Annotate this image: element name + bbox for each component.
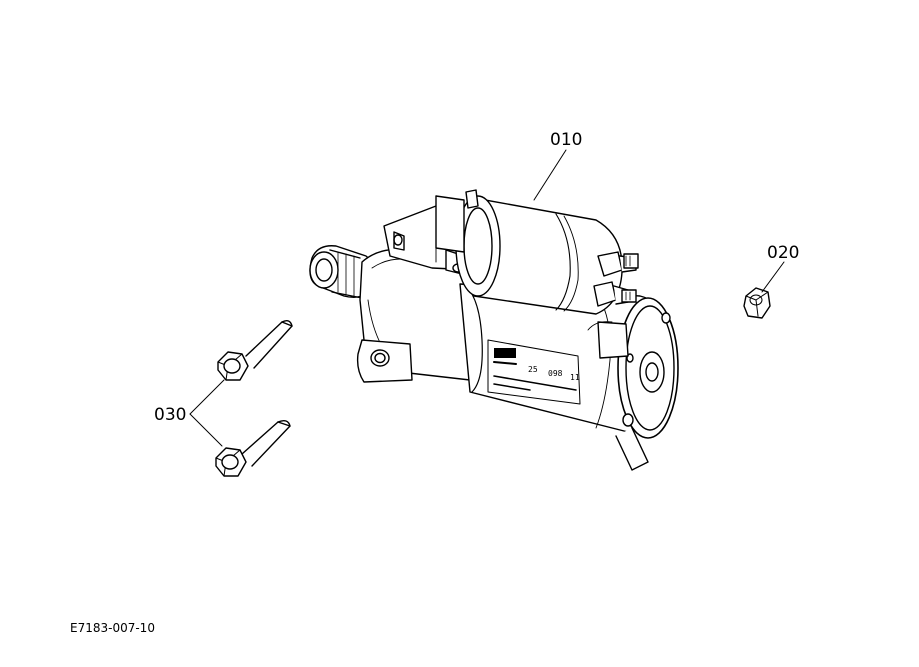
- lead-wire: [615, 427, 649, 471]
- hex-bolt-upper[interactable]: [217, 319, 293, 381]
- mounting-flange: [356, 339, 413, 383]
- leader-030-upper: [189, 379, 225, 415]
- nameplate: 25 098 11: [487, 339, 581, 405]
- callout-030: 030: [154, 405, 186, 425]
- callout-020: 020: [767, 243, 799, 263]
- figure-code: E7183-007-10: [70, 621, 155, 635]
- solenoid: [435, 189, 623, 315]
- leader-020: [761, 261, 785, 293]
- nameplate-line2: 098: [548, 369, 563, 378]
- callout-010: 010: [550, 130, 582, 150]
- leader-010: [533, 149, 567, 201]
- nameplate-line1: 25: [528, 365, 538, 374]
- nameplate-line3: 11: [570, 373, 580, 382]
- leader-lines: [189, 149, 785, 447]
- leader-030-lower: [189, 413, 223, 447]
- pinion-gear: [309, 245, 374, 299]
- hex-nut[interactable]: [743, 287, 771, 319]
- hex-bolt-lower[interactable]: [215, 419, 291, 477]
- starter-motor[interactable]: 25 098 11: [309, 189, 679, 471]
- solenoid-terminals: [593, 251, 639, 307]
- end-frame: [587, 297, 679, 439]
